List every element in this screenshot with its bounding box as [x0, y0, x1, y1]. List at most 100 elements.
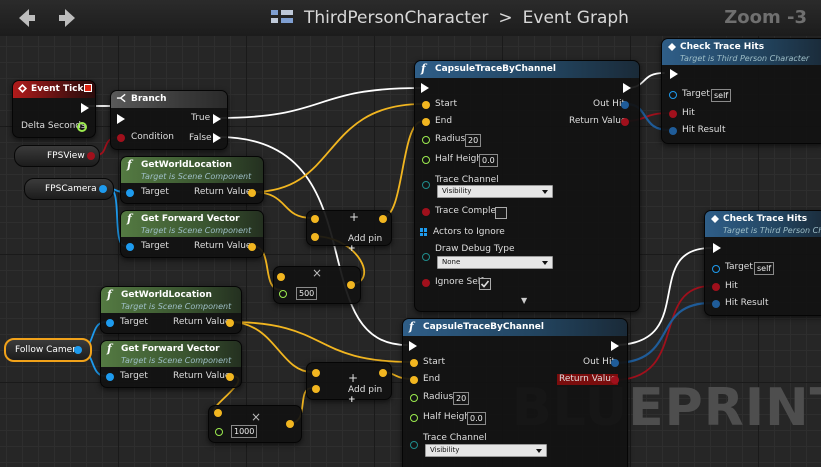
multiply-2-value-input[interactable]: 1000 — [231, 425, 258, 438]
trace-1-channel-dropdown[interactable]: Visibility — [437, 185, 553, 198]
trace-2-radius-pin[interactable] — [410, 394, 418, 402]
trace-1-start-pin[interactable] — [422, 101, 430, 109]
add-2-input-b-pin[interactable] — [312, 385, 320, 393]
add-2-input-a-pin[interactable] — [312, 369, 320, 377]
multiply-1-output-pin[interactable] — [347, 281, 355, 289]
multiply-node-2[interactable]: 1000 × — [208, 405, 302, 443]
trace-2-outhit-pin[interactable] — [611, 359, 619, 367]
add-1-output-pin[interactable] — [379, 215, 387, 223]
get-world-location-node-2[interactable]: f GetWorldLocation Target is Scene Compo… — [100, 286, 242, 334]
add-pin-button-2[interactable]: Add pin + — [348, 385, 391, 405]
trace-1-radius-input[interactable]: 20 — [465, 134, 482, 147]
branch-exec-in[interactable] — [117, 114, 125, 124]
trace-1-debug-dropdown[interactable]: None — [437, 256, 553, 269]
trace-2-half-height-input[interactable]: 0.0 — [467, 412, 486, 425]
fpsview-out-pin[interactable] — [87, 152, 95, 160]
event-tick-exec-out[interactable] — [81, 103, 89, 113]
trace-2-half-height-pin[interactable] — [410, 414, 418, 422]
event-tick-node[interactable]: Event Tick Delta Seconds — [12, 80, 96, 138]
check-1-exec-in[interactable] — [670, 69, 678, 79]
multiply-2-float-pin[interactable] — [215, 428, 223, 436]
check-2-target-value[interactable]: self — [754, 262, 775, 275]
trace-2-return-pin[interactable] — [611, 376, 619, 384]
multiply-1-float-pin[interactable] — [279, 290, 287, 298]
trace-2-radius-input[interactable]: 20 — [453, 392, 470, 405]
check-trace-hits-node-2[interactable]: Check Trace Hits Target is Third Person … — [704, 210, 821, 316]
check-1-target-pin[interactable] — [669, 91, 677, 99]
trace-2-end-pin[interactable] — [410, 376, 418, 384]
fpsview-variable-node[interactable]: FPSView — [14, 145, 100, 167]
trace-2-channel-dropdown[interactable]: Visibility — [425, 444, 547, 457]
get-world-location-2-return-pin[interactable] — [226, 319, 234, 327]
trace-2-channel-label: Trace Channel — [423, 433, 487, 443]
get-forward-vector-1-target-pin[interactable] — [126, 243, 134, 251]
branch-false-exec[interactable] — [213, 133, 221, 143]
back-arrow-icon[interactable] — [14, 6, 38, 30]
get-world-location-2-target-pin[interactable] — [106, 319, 114, 327]
trace-1-ignore-self-pin[interactable] — [422, 279, 430, 287]
get-forward-vector-1-return-pin[interactable] — [248, 243, 256, 251]
branch-node[interactable]: Branch Condition True False — [110, 90, 228, 150]
add-2-output-pin[interactable] — [379, 369, 387, 377]
add-pin-button-1[interactable]: Add pin + — [348, 234, 391, 254]
follow-camera-out-pin[interactable] — [74, 346, 82, 354]
get-forward-vector-2-target-pin[interactable] — [106, 373, 114, 381]
check-trace-hits-node-1[interactable]: Check Trace Hits Target is Third Person … — [661, 38, 821, 144]
capsule-trace-node-2[interactable]: f CapsuleTraceByChannel Start End Radius… — [402, 318, 628, 467]
trace-1-radius-pin[interactable] — [422, 136, 430, 144]
multiply-1-vector-pin[interactable] — [277, 273, 285, 281]
trace-2-start-label: Start — [423, 357, 445, 367]
delta-seconds-pin[interactable] — [77, 122, 87, 132]
breadcrumb-blueprint[interactable]: ThirdPersonCharacter — [304, 8, 489, 28]
branch-condition-pin[interactable] — [117, 134, 125, 142]
multiply-1-value-input[interactable]: 500 — [296, 287, 318, 300]
trace-1-half-height-pin[interactable] — [422, 156, 430, 164]
trace-1-expand-toggle[interactable]: ▼ — [521, 296, 528, 305]
get-world-location-1-target-pin[interactable] — [126, 189, 134, 197]
multiply-node-1[interactable]: 500 × — [273, 266, 361, 304]
check-2-target-pin[interactable] — [712, 265, 720, 273]
get-world-location-node-1[interactable]: f GetWorldLocation Target is Scene Compo… — [120, 156, 264, 204]
trace-1-exec-in[interactable] — [421, 83, 429, 93]
check-2-hit-result-pin[interactable] — [712, 300, 720, 308]
trace-2-channel-pin[interactable] — [410, 441, 418, 449]
fpscamera-out-pin[interactable] — [99, 185, 107, 193]
trace-1-debug-pin[interactable] — [422, 253, 430, 261]
trace-1-outhit-pin[interactable] — [621, 101, 629, 109]
check-1-hit-label: Hit — [682, 108, 695, 118]
trace-2-start-pin[interactable] — [410, 359, 418, 367]
check-2-hit-pin[interactable] — [712, 283, 720, 291]
trace-1-end-label: End — [435, 116, 453, 126]
trace-1-exec-out[interactable] — [623, 83, 631, 93]
multiply-2-vector-pin[interactable] — [214, 409, 222, 417]
check-1-hit-pin[interactable] — [669, 110, 677, 118]
trace-1-return-pin[interactable] — [621, 118, 629, 126]
add-1-input-a-pin[interactable] — [311, 215, 319, 223]
add-vector-node-1[interactable]: + Add pin + — [306, 210, 392, 254]
add-1-input-b-pin[interactable] — [311, 233, 319, 241]
check-1-hit-result-pin[interactable] — [669, 127, 677, 135]
trace-1-channel-pin[interactable] — [422, 181, 430, 189]
get-forward-vector-2-return-pin[interactable] — [226, 373, 234, 381]
fpscamera-variable-node[interactable]: FPSCamera — [24, 178, 114, 200]
branch-true-exec[interactable] — [213, 114, 221, 124]
get-forward-vector-node-1[interactable]: f Get Forward Vector Target is Scene Com… — [120, 210, 264, 258]
follow-camera-variable-node[interactable]: Follow Camera — [4, 338, 92, 362]
trace-1-half-height-input[interactable]: 0.0 — [479, 154, 498, 167]
trace-2-exec-in[interactable] — [409, 341, 417, 351]
trace-1-ignore-self-checkbox[interactable] — [479, 278, 491, 290]
trace-1-complex-checkbox[interactable] — [495, 207, 507, 219]
capsule-trace-node-1[interactable]: f CapsuleTraceByChannel Start End Radius… — [414, 60, 640, 312]
forward-arrow-icon[interactable] — [56, 6, 80, 30]
check-2-exec-in[interactable] — [713, 243, 721, 253]
trace-1-complex-pin[interactable] — [422, 208, 430, 216]
trace-2-exec-out[interactable] — [611, 341, 619, 351]
trace-1-end-pin[interactable] — [422, 118, 430, 126]
multiply-2-output-pin[interactable] — [286, 420, 294, 428]
check-1-target-value[interactable]: self — [711, 89, 732, 102]
breadcrumb-graph[interactable]: Event Graph — [522, 8, 629, 28]
get-world-location-1-return-pin[interactable] — [248, 189, 256, 197]
get-forward-vector-node-2[interactable]: f Get Forward Vector Target is Scene Com… — [100, 340, 242, 388]
add-vector-node-2[interactable]: + Add pin + — [306, 362, 392, 405]
